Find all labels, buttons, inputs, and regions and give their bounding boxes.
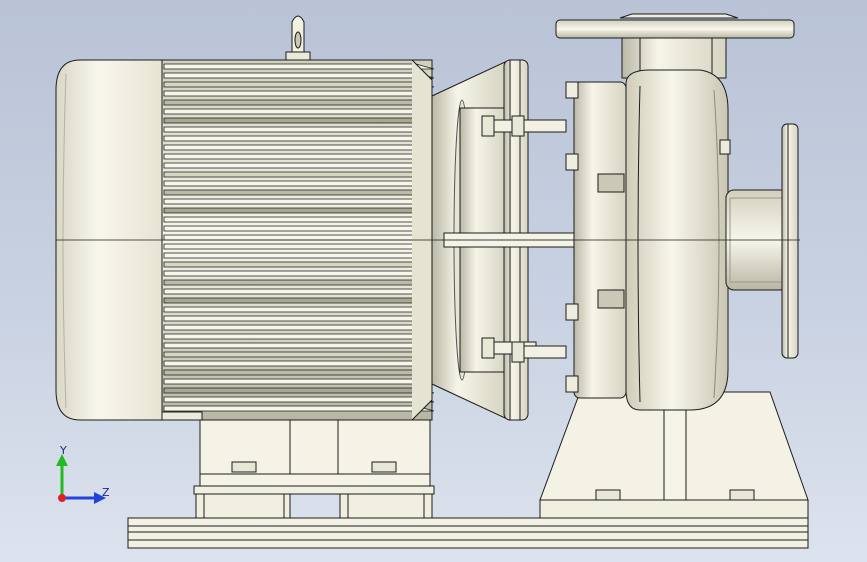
cooling-fin: [163, 387, 435, 394]
cooling-fin: [163, 63, 435, 70]
cooling-fin: [163, 306, 435, 313]
cooling-fin: [163, 270, 435, 277]
axis-triad: Y Z: [56, 444, 110, 504]
cooling-fin: [163, 261, 435, 268]
y-axis-label: Y: [59, 444, 67, 457]
cooling-fin: [163, 252, 435, 259]
cooling-fin: [163, 324, 435, 331]
cover-bolt-head: [565, 153, 579, 171]
cooling-fin: [163, 360, 435, 367]
cooling-fin: [163, 198, 435, 205]
x-axis-dot: [58, 494, 66, 502]
cover-bolts: [565, 81, 579, 393]
cooling-fin: [163, 297, 435, 304]
adapter-bolts: [481, 115, 567, 363]
cooling-fin: [163, 171, 435, 178]
cover-bolt-head: [565, 81, 579, 99]
cooling-fin: [163, 333, 435, 340]
cooling-fin: [163, 162, 435, 169]
cooling-fin: [163, 72, 435, 79]
cooling-fin: [163, 288, 435, 295]
cooling-fin: [163, 396, 435, 403]
cooling-fin: [163, 216, 435, 223]
suction-flange[interactable]: [725, 123, 799, 359]
cooling-fin: [163, 144, 435, 151]
motor-body[interactable]: [161, 59, 435, 421]
cooling-fin: [163, 225, 435, 232]
cooling-fin: [163, 207, 435, 214]
cover-bolt-head: [565, 375, 579, 393]
pump-support-bracket[interactable]: [539, 391, 809, 519]
hex-bolt: [511, 115, 567, 137]
cover-bolt-head: [565, 303, 579, 321]
cooling-fin: [163, 189, 435, 196]
cooling-fin: [163, 351, 435, 358]
cooling-fins: [163, 63, 435, 412]
cooling-fin: [163, 126, 435, 133]
cooling-fin: [163, 180, 435, 187]
cooling-fin: [163, 279, 435, 286]
lifting-eye-bolt[interactable]: [285, 15, 311, 63]
cooling-fin: [163, 405, 435, 412]
cooling-fin: [163, 378, 435, 385]
cooling-fin: [163, 153, 435, 160]
cooling-fin: [163, 243, 435, 250]
cooling-fin: [163, 135, 435, 142]
cooling-fin: [163, 342, 435, 349]
base-plate[interactable]: [127, 517, 809, 549]
cooling-fin: [163, 234, 435, 241]
z-axis-label: Z: [102, 486, 110, 499]
cooling-fin: [163, 99, 435, 106]
cooling-fin: [163, 108, 435, 115]
cooling-fin: [163, 315, 435, 322]
cooling-fin: [163, 81, 435, 88]
cooling-fin: [163, 117, 435, 124]
cooling-fin: [163, 369, 435, 376]
discharge-flange[interactable]: [555, 13, 795, 79]
cooling-fin: [163, 90, 435, 97]
hex-bolt: [511, 341, 567, 363]
